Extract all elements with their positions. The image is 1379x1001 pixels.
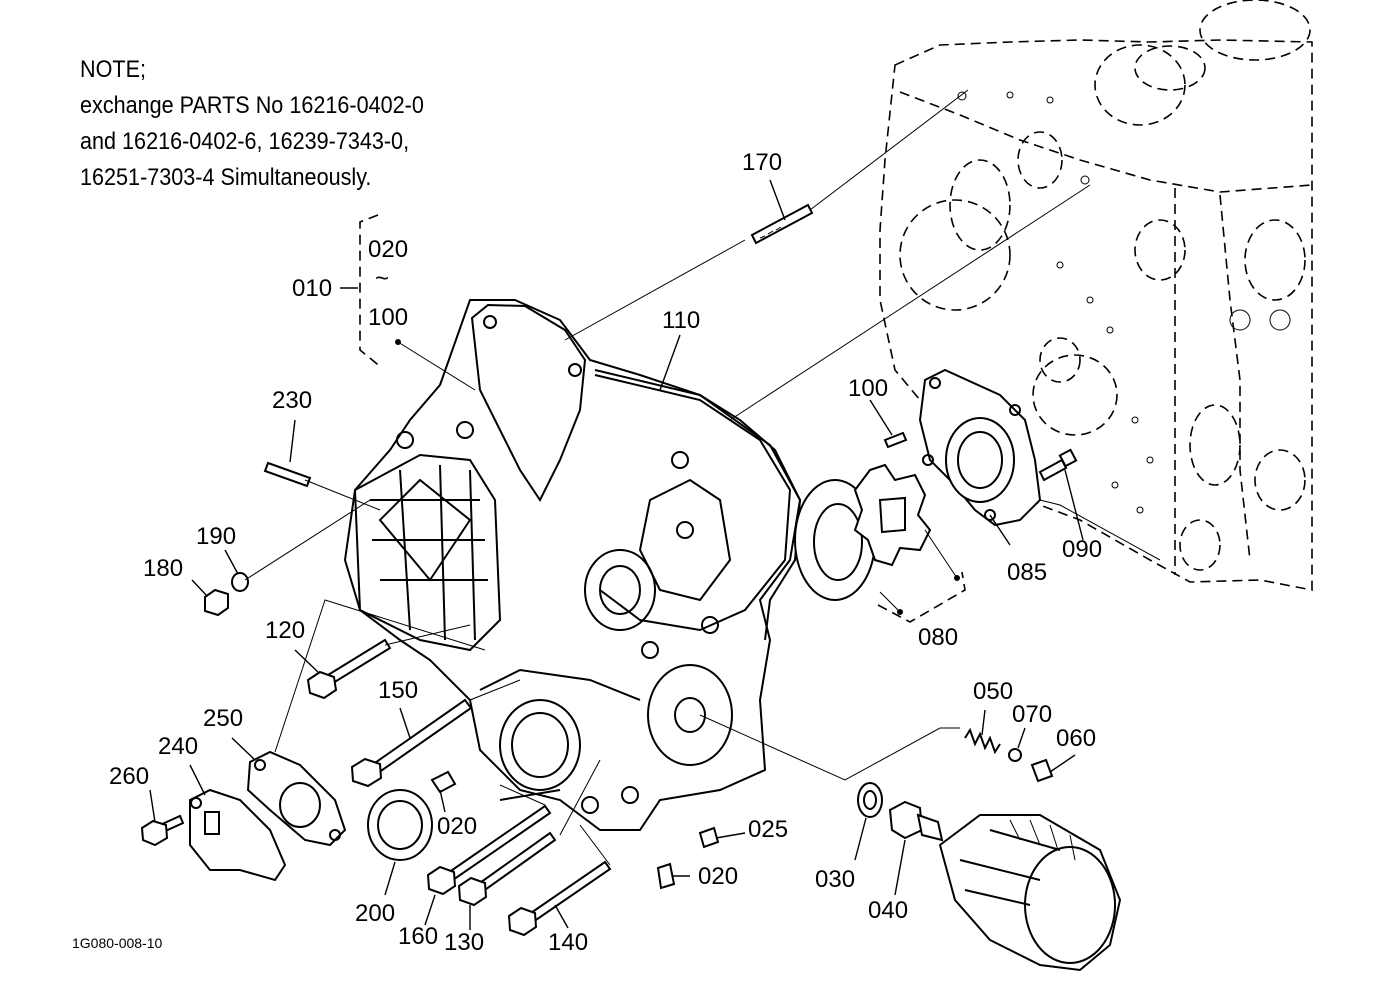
leader-lines [149,89,1161,930]
spring-050 [964,727,1001,755]
callout-240: 240 [158,733,198,760]
range-bracket-080 [877,571,966,623]
note-line-1: NOTE; [80,56,147,83]
bolt-140 [507,860,612,937]
oil-pump-rotor [794,463,932,601]
callout-170: 170 [742,149,782,176]
note-line-2: exchange PARTS No 16216-0402-0 [80,92,424,119]
callout-060: 060 [1056,725,1096,752]
callout-085: 085 [1007,559,1047,586]
callout-030: 030 [815,866,855,893]
plug-020-b [656,862,676,890]
gear-case-housing [343,299,802,831]
note-line-3: and 16216-0402-6, 16239-7343-0, [80,128,410,155]
callout-150: 150 [378,677,418,704]
callout-250: 250 [203,705,243,732]
washer-190 [231,572,249,592]
callout-020-a: 020 [437,813,477,840]
oil-filter [938,814,1122,972]
callout-050: 050 [973,678,1013,705]
callout-010: 010 [292,275,332,302]
range-bracket-010 [359,214,383,369]
callout-100: 100 [848,375,888,402]
plug-060 [1030,758,1054,783]
bolt-260 [140,814,185,847]
stud-170 [750,203,814,245]
callout-080: 080 [918,624,958,651]
callout-260: 260 [109,763,149,790]
callout-labels: 010 020 ~ 100 170 110 100 230 190 180 12… [72,149,1102,956]
gasket-250 [246,750,347,847]
ball-070 [1008,748,1022,762]
bolt-120 [306,638,392,700]
callout-020-b: 020 [698,863,738,890]
callout-120: 120 [265,617,305,644]
plug-025 [698,826,720,849]
callout-190: 190 [196,523,236,550]
callout-200: 200 [355,900,395,927]
note-text-block: NOTE; exchange PARTS No 16216-0402-0 and… [80,52,424,196]
oil-pump-cover [918,368,1042,527]
callout-070: 070 [1012,701,1052,728]
bolt-130 [457,831,557,907]
callout-180: 180 [143,555,183,582]
bracket-240 [189,788,287,882]
callout-range-tilde: ~ [375,265,389,292]
bolt-150 [350,698,473,788]
washer-030 [857,782,883,818]
callout-140: 140 [548,929,588,956]
note-line-4: 16251-7303-4 Simultaneously. [80,164,372,191]
stud-230 [263,461,312,488]
callout-110: 110 [662,307,700,334]
engine-block-outline [879,0,1313,591]
fitting-040 [888,800,944,842]
callout-020-range: 020 [368,236,408,263]
callout-100-range: 100 [368,304,408,331]
bolt-090 [1038,448,1078,482]
callout-160: 160 [398,923,438,950]
plug-020-a [430,770,457,794]
bolt-160 [426,804,552,896]
callout-040: 040 [868,897,908,924]
oil-seal-200 [367,789,433,861]
nut-180 [204,588,229,617]
drawing-code: 1G080-008-10 [72,935,163,951]
gasket [594,369,802,641]
callout-090: 090 [1062,536,1102,563]
callout-230: 230 [272,387,312,414]
callout-025: 025 [748,816,788,843]
dowel-pin [883,431,908,449]
callout-130: 130 [444,929,484,956]
